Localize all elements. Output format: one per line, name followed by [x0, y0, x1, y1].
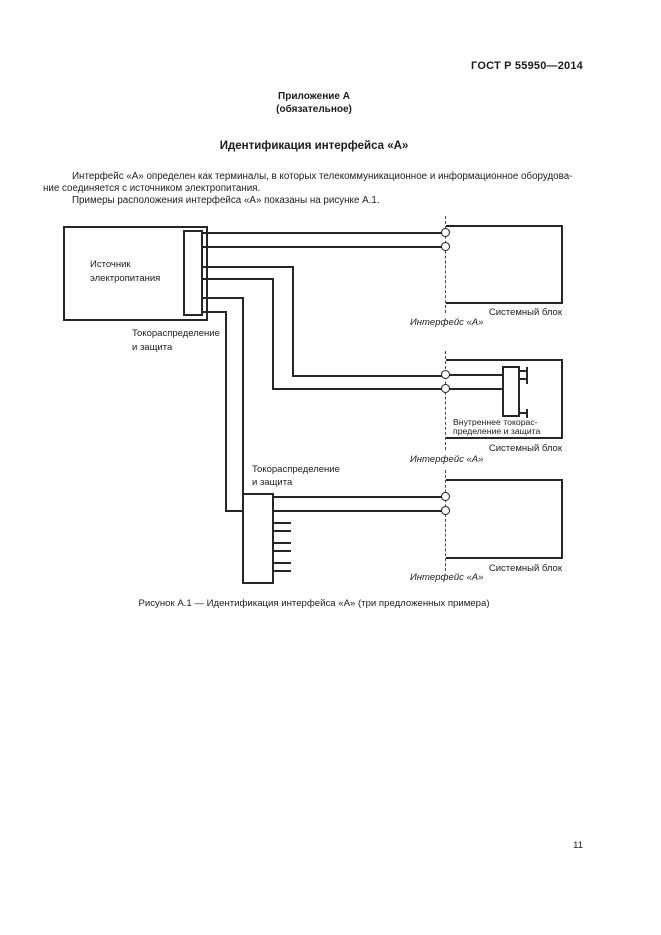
terminal-circle [441, 242, 450, 251]
terminal-circle [441, 506, 450, 515]
interface-a-label: Интерфейс «А» [410, 317, 484, 328]
terminal-tick [526, 409, 528, 418]
wire [203, 278, 274, 280]
system-block-label: Системный блок [488, 563, 562, 574]
terminal-tick [526, 375, 528, 384]
terminal-circle [441, 492, 450, 501]
wire [446, 388, 502, 390]
interface-boundary-line [445, 351, 447, 450]
terminal-tick [526, 367, 528, 376]
wire [272, 388, 446, 390]
wire-stub [272, 542, 291, 544]
wire [225, 311, 227, 512]
internal-distribution-block [502, 366, 520, 417]
interface-a-label: Интерфейс «А» [410, 454, 484, 465]
distribution-block-2 [242, 493, 274, 584]
distribution-label-1: Токораспределение и защита [132, 328, 220, 353]
system-block-label: Системный блок [488, 443, 562, 454]
wire [203, 266, 294, 268]
internal-distribution-label: Внутреннее токорас- пределение и защита [453, 417, 541, 437]
wire [203, 246, 446, 248]
wire [292, 375, 446, 377]
appendix-label: Приложение А [278, 91, 350, 102]
appendix-type: (обязательное) [276, 104, 352, 115]
body-line: ние соединяется с источником электропита… [43, 183, 261, 194]
wire [272, 278, 274, 390]
wire-stub [520, 370, 528, 372]
interface-boundary-line [445, 470, 447, 571]
page-number: 11 [573, 840, 583, 851]
body-line: Примеры расположения интерфейса «А» пока… [72, 195, 380, 206]
wire-stub [272, 530, 291, 532]
power-source-label: Источник электропитания [90, 259, 161, 284]
distribution-block-1 [183, 230, 203, 316]
wire [272, 510, 446, 512]
interface-a-label: Интерфейс «А» [410, 572, 484, 583]
wire [203, 297, 244, 299]
wire-stub [272, 522, 291, 524]
terminal-circle [441, 370, 450, 379]
wire-stub [272, 550, 291, 552]
wire [272, 496, 446, 498]
wire-stub [272, 570, 291, 572]
figure-caption: Рисунок А.1 — Идентификация интерфейса «… [138, 598, 490, 609]
wire-stub [520, 378, 528, 380]
terminal-circle [441, 228, 450, 237]
system-block-3 [446, 479, 563, 559]
wire [225, 510, 244, 512]
wire [203, 311, 227, 313]
system-block-1 [446, 225, 563, 304]
appendix-title: Идентификация интерфейса «А» [219, 140, 409, 152]
wire-stub [272, 562, 291, 564]
wire [203, 232, 446, 234]
interface-boundary-line [445, 216, 447, 313]
system-block-label: Системный блок [488, 307, 562, 318]
body-line: Интерфейс «А» определен как терминалы, в… [72, 171, 573, 182]
wire [292, 266, 294, 377]
wire [242, 297, 244, 495]
document-code: ГОСТ Р 55950—2014 [471, 60, 583, 72]
distribution-label-2: Токораспределение и защита [252, 464, 340, 488]
wire [446, 374, 502, 376]
terminal-circle [441, 384, 450, 393]
wire-stub [520, 412, 528, 414]
